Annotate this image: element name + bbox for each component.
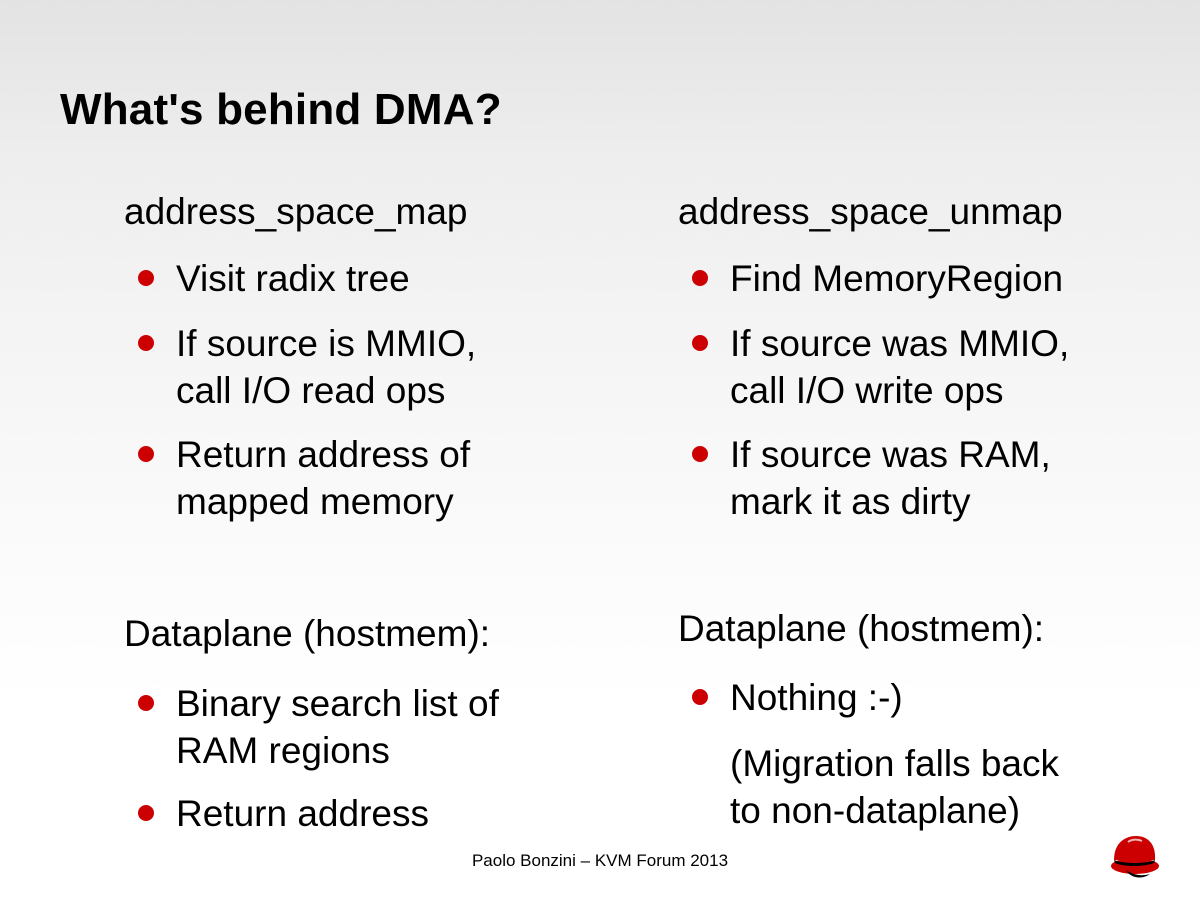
right-heading-dataplane: Dataplane (hostmem): xyxy=(678,608,1045,649)
slide-title: What's behind DMA? xyxy=(60,85,502,134)
bullet-text: Binary search list of RAM regions xyxy=(176,683,499,771)
bullet-text: If source is MMIO, call I/O read ops xyxy=(176,323,477,411)
bullet-text: Return address of mapped memory xyxy=(176,434,471,522)
bullet-item: Nothing :-) xyxy=(692,674,1192,721)
bullet-item: Return address of mapped memory xyxy=(138,431,638,525)
bullet-item: Find MemoryRegion xyxy=(692,255,1192,302)
bullet-dot-icon xyxy=(692,446,708,462)
bullet-dot-icon xyxy=(692,689,708,705)
right-heading-unmap: address_space_unmap xyxy=(678,191,1063,232)
bullet-item: Visit radix tree xyxy=(138,255,638,302)
bullet-item: If source was MMIO, call I/O write ops xyxy=(692,320,1192,414)
bullet-dot-icon xyxy=(692,335,708,351)
bullet-item: Return address xyxy=(138,790,638,837)
left-heading-map: address_space_map xyxy=(124,191,468,232)
bullet-dot-icon xyxy=(138,446,154,462)
bullet-dot-icon xyxy=(138,335,154,351)
bullet-text: If source was MMIO, call I/O write ops xyxy=(730,323,1070,411)
redhat-shadowman-icon xyxy=(1111,836,1159,878)
bullet-item: If source was RAM, mark it as dirty xyxy=(692,431,1192,525)
bullet-dot-icon xyxy=(138,270,154,286)
bullet-item: If source is MMIO, call I/O read ops xyxy=(138,320,638,414)
bullet-dot-icon xyxy=(692,270,708,286)
migration-note: (Migration falls back to non-dataplane) xyxy=(730,743,1060,831)
bullet-text: Visit radix tree xyxy=(176,258,410,299)
slide-footer: Paolo Bonzini – KVM Forum 2013 xyxy=(471,851,729,870)
left-heading-dataplane: Dataplane (hostmem): xyxy=(124,613,491,654)
bullet-text: Find MemoryRegion xyxy=(730,258,1064,299)
bullet-dot-icon xyxy=(138,805,154,821)
bullet-text: Return address xyxy=(176,793,429,834)
bullet-dot-icon xyxy=(138,695,154,711)
bullet-text: Nothing :-) xyxy=(730,677,903,718)
bullet-item: Binary search list of RAM regions xyxy=(138,680,638,774)
bullet-text: If source was RAM, mark it as dirty xyxy=(730,434,1051,522)
